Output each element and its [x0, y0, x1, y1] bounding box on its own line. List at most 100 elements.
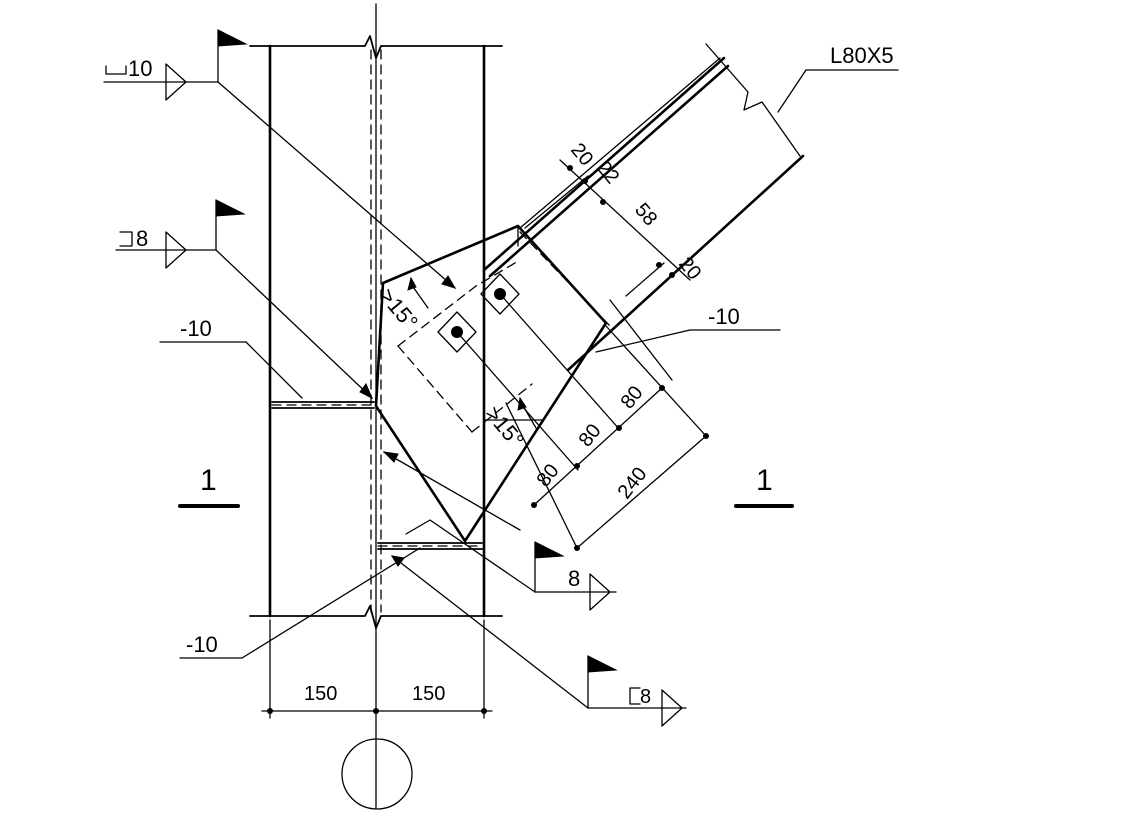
dim-58: 58 — [630, 199, 661, 230]
angle-hidden-end — [397, 345, 473, 433]
dim-tick-5 — [669, 272, 675, 278]
weld-lower-right-flag-icon — [534, 541, 565, 559]
weld-lower-right: 8 — [405, 519, 617, 611]
weld-top-left-arrowhead — [441, 275, 457, 289]
gusset-plate — [374, 224, 608, 543]
column-top-cut — [249, 35, 503, 59]
pitch-dimensions: 80 80 80 240 — [505, 299, 709, 551]
dim-20-bottom: 20 — [674, 253, 705, 284]
plate-right-leader — [595, 329, 691, 353]
weld-top-left: 10 — [103, 29, 457, 289]
dim-tick-3 — [600, 199, 606, 205]
profile-label: L80X5 — [830, 43, 894, 68]
weld-mid-left-arrowhead — [359, 383, 373, 400]
pitch-tick-3 — [616, 425, 622, 431]
column-bottom-cut — [249, 605, 503, 629]
total-ext-right — [605, 325, 707, 437]
weld-bottom-right-arrowhead — [391, 555, 405, 567]
angle-edge-3 — [566, 154, 805, 372]
section-mark-right: 1 — [756, 464, 773, 497]
gusset-outline — [374, 224, 608, 543]
pitch-tick-1 — [531, 502, 537, 508]
dim-tick-2 — [582, 178, 588, 184]
angle-member — [397, 43, 805, 433]
dim-80-a: 80 — [533, 460, 564, 491]
plate-left-upper: -10 — [159, 316, 303, 399]
profile-leader — [777, 69, 807, 113]
weld-top-left-tail-icon — [165, 63, 187, 101]
weld-top-left-size: 10 — [128, 56, 152, 81]
angle-edge-1 — [482, 56, 726, 272]
angle-upper-arrowhead — [407, 276, 417, 291]
total-dim-line — [576, 435, 707, 549]
pitch-ext-1 — [609, 299, 673, 381]
col-dim-tick-3 — [481, 708, 487, 714]
plate-left-upper-leader — [245, 341, 303, 399]
weld-top-left-leader — [217, 81, 456, 289]
diagonal-arrowhead — [382, 451, 399, 463]
weld-mid-left-leader — [215, 249, 373, 399]
weld-bottom-right-size: 8 — [640, 686, 651, 708]
plate-left-lower-label: -10 — [186, 632, 218, 657]
dim-tick-1 — [567, 165, 573, 171]
bolts — [437, 273, 621, 471]
col-dim-tick-1 — [267, 708, 273, 714]
angle-edge-2 — [488, 64, 730, 278]
bolt-line-1 — [456, 331, 579, 471]
total-tick-1 — [574, 545, 580, 551]
weld-bottom-right: 8 — [391, 555, 687, 727]
dim-line-width — [559, 159, 691, 281]
plate-left-upper-label: -10 — [180, 316, 212, 341]
section-mark-left: 1 — [200, 464, 217, 497]
angle-marks: >15° >15° — [374, 276, 537, 453]
weld-top-left-groove-icon — [105, 65, 127, 75]
profile-label-group: L80X5 — [777, 43, 899, 113]
plate-right-label: -10 — [708, 304, 740, 329]
total-ext-left — [505, 402, 578, 549]
weld-bottom-right-tail-icon — [661, 689, 683, 727]
weld-bottom-right-flag-icon — [587, 655, 618, 673]
angle-lower-arrowhead — [517, 396, 527, 411]
plate-right: -10 — [595, 304, 781, 353]
diagonal-arrow — [382, 451, 521, 531]
dim-ext-1 — [524, 175, 589, 229]
diagonal-arrow-line — [383, 451, 521, 531]
bolt-2-outline — [480, 273, 520, 315]
weld-mid-left-tail-icon — [165, 231, 187, 269]
weld-lower-right-tail-icon — [589, 573, 611, 611]
dim-150-right: 150 — [412, 683, 445, 705]
col-dim-tick-2 — [373, 708, 379, 714]
dim-150-left: 150 — [304, 683, 337, 705]
weld-mid-left-groove-icon — [119, 231, 133, 247]
angle-hidden-bottom — [471, 383, 533, 433]
pitch-tick-4 — [659, 385, 665, 391]
plate-left-lower-leader — [241, 547, 421, 659]
angle-break-line — [705, 43, 801, 157]
weld-mid-left-size: 8 — [136, 226, 148, 251]
weld-lower-right-leader — [405, 519, 536, 593]
weld-lower-right-size: 8 — [568, 566, 580, 591]
bolt-1-outline — [437, 311, 477, 353]
dim-80-b: 80 — [575, 420, 606, 451]
weld-bottom-right-groove-icon — [629, 687, 641, 705]
bolt-line-2 — [499, 293, 621, 431]
weld-top-left-flag-icon — [217, 29, 248, 47]
section-marks: 1 1 — [178, 464, 794, 508]
dim-ext-2 — [625, 262, 665, 297]
dim-240: 240 — [614, 463, 652, 503]
plate-left-lower: -10 — [179, 547, 421, 659]
dim-80-c: 80 — [617, 382, 648, 413]
weld-bottom-right-leader — [391, 555, 589, 709]
column-dimensions: 150 150 — [261, 619, 493, 810]
axis-bubble-icon — [341, 738, 413, 810]
angle-edge-4 — [519, 57, 721, 229]
pitch-dim-line — [533, 387, 663, 506]
total-tick-2 — [703, 433, 709, 439]
weld-mid-left-flag-icon — [215, 199, 246, 217]
weld-mid-left: 8 — [115, 199, 373, 400]
pitch-tick-2 — [574, 463, 580, 469]
angle-hidden-top — [397, 259, 521, 347]
angle-hidden-leg — [519, 231, 611, 327]
angle-dimensions: 20 22 58 20 — [524, 139, 705, 297]
